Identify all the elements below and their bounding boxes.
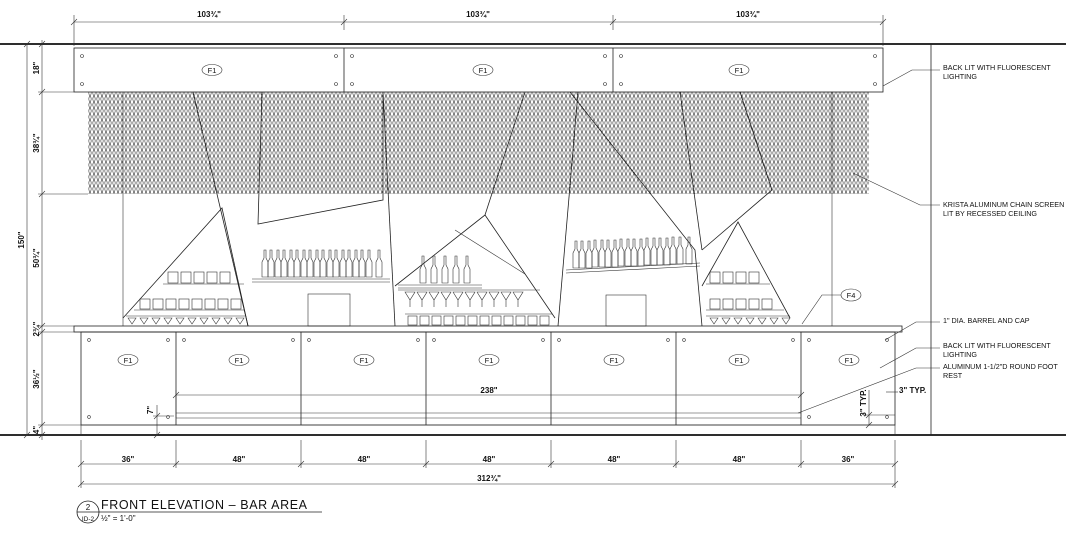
note-soffit-lighting-line2: LIGHTING — [943, 72, 977, 81]
note-soffit-lighting-line1: BACK LIT WITH FLUORESCENT — [943, 63, 1051, 72]
foot-rest-dimensions: 238" 7" 3" TYP. 3" TYP. — [146, 386, 926, 439]
bottom-dim-7: 36" — [842, 455, 855, 464]
note-barrel-cap: 1" DIA. BARREL AND CAP — [943, 316, 1030, 325]
bottom-dim-6: 48" — [733, 455, 746, 464]
bar-front-tag-1: F1 — [124, 356, 133, 365]
foot-rest — [175, 412, 801, 419]
drawing-title: FRONT ELEVATION – BAR AREA — [101, 498, 308, 512]
top-dim-1: 103¾" — [197, 10, 221, 19]
top-dim-3: 103¾" — [736, 10, 760, 19]
bar-front-tag-2: F1 — [235, 356, 244, 365]
bottom-overall-dim: 312¾" — [477, 474, 501, 483]
angular-back-panels — [122, 91, 791, 327]
bottom-dimensions: 36" 48" 48" 48" 48" 48" 36" 312¾" — [77, 440, 899, 488]
left-dim-2: 38¾" — [32, 133, 41, 153]
soffit — [73, 47, 884, 93]
left-dim-5: 36½" — [32, 369, 41, 389]
note-chain-screen-line2: LIT BY RECESSED CEILING — [943, 209, 1037, 218]
foot-rest-height-dim: 7" — [146, 406, 155, 414]
sheet-number: ID-2 — [82, 516, 95, 523]
note-foot-rest-line1: ALUMINUM 1-1/2"D ROUND FOOT — [943, 362, 1058, 371]
bar-front-tag-3: F1 — [360, 356, 369, 365]
foot-rest-length-dim: 238" — [480, 386, 497, 395]
left-dim-3: 50¾" — [32, 248, 41, 268]
note-bar-lighting-line1: BACK LIT WITH FLUORESCENT — [943, 341, 1051, 350]
soffit-tag-3: F1 — [735, 66, 744, 75]
left-dim-1: 18" — [32, 61, 41, 74]
bottom-dim-4: 48" — [483, 455, 496, 464]
bottom-dim-3: 48" — [358, 455, 371, 464]
note-foot-rest-line2: REST — [943, 371, 963, 380]
left-dimensions: 150" 18" 38¾" 50¾" 2¾" 36½" 4" — [17, 40, 88, 440]
bar-front-tag-6: F1 — [735, 356, 744, 365]
left-dim-4: 2¾" — [32, 321, 41, 336]
detail-number: 2 — [86, 503, 91, 512]
drawing-scale: ½" = 1'-0" — [101, 514, 136, 523]
left-dim-6: 4" — [32, 426, 41, 434]
title-block: 2 ID-2 FRONT ELEVATION – BAR AREA ½" = 1… — [76, 498, 322, 524]
note-bar-lighting-line2: LIGHTING — [943, 350, 977, 359]
left-overall-dim: 150" — [17, 231, 26, 248]
back-bar-shelving — [126, 229, 791, 327]
bottom-dim-1: 36" — [122, 455, 135, 464]
note-chain-screen-line1: KRISTA ALUMINUM CHAIN SCREEN — [943, 200, 1064, 209]
soffit-tag-2: F1 — [479, 66, 488, 75]
soffit-tag-1: F1 — [208, 66, 217, 75]
typ-horizontal-dim: 3" TYP. — [899, 386, 926, 395]
bar-front — [80, 331, 896, 435]
counter-tag: F4 — [847, 291, 856, 300]
bar-front-tag-7: F1 — [845, 356, 854, 365]
top-dim-2: 103¾" — [466, 10, 490, 19]
notes: BACK LIT WITH FLUORESCENT LIGHTING KRIST… — [797, 63, 1064, 414]
bottom-dim-5: 48" — [608, 455, 621, 464]
finish-tags: F1 F1 F1 F1 F1 F1 F1 F1 F1 F1 F4 — [117, 64, 862, 366]
bar-front-tag-5: F1 — [610, 356, 619, 365]
typ-vertical-dim: 3" TYP. — [859, 389, 868, 416]
bar-front-tag-4: F1 — [485, 356, 494, 365]
top-dimensions: 103¾" 103¾" 103¾" — [70, 10, 887, 46]
chain-screen — [88, 92, 869, 194]
bottom-dim-2: 48" — [233, 455, 246, 464]
bar-counter-top — [73, 325, 903, 333]
